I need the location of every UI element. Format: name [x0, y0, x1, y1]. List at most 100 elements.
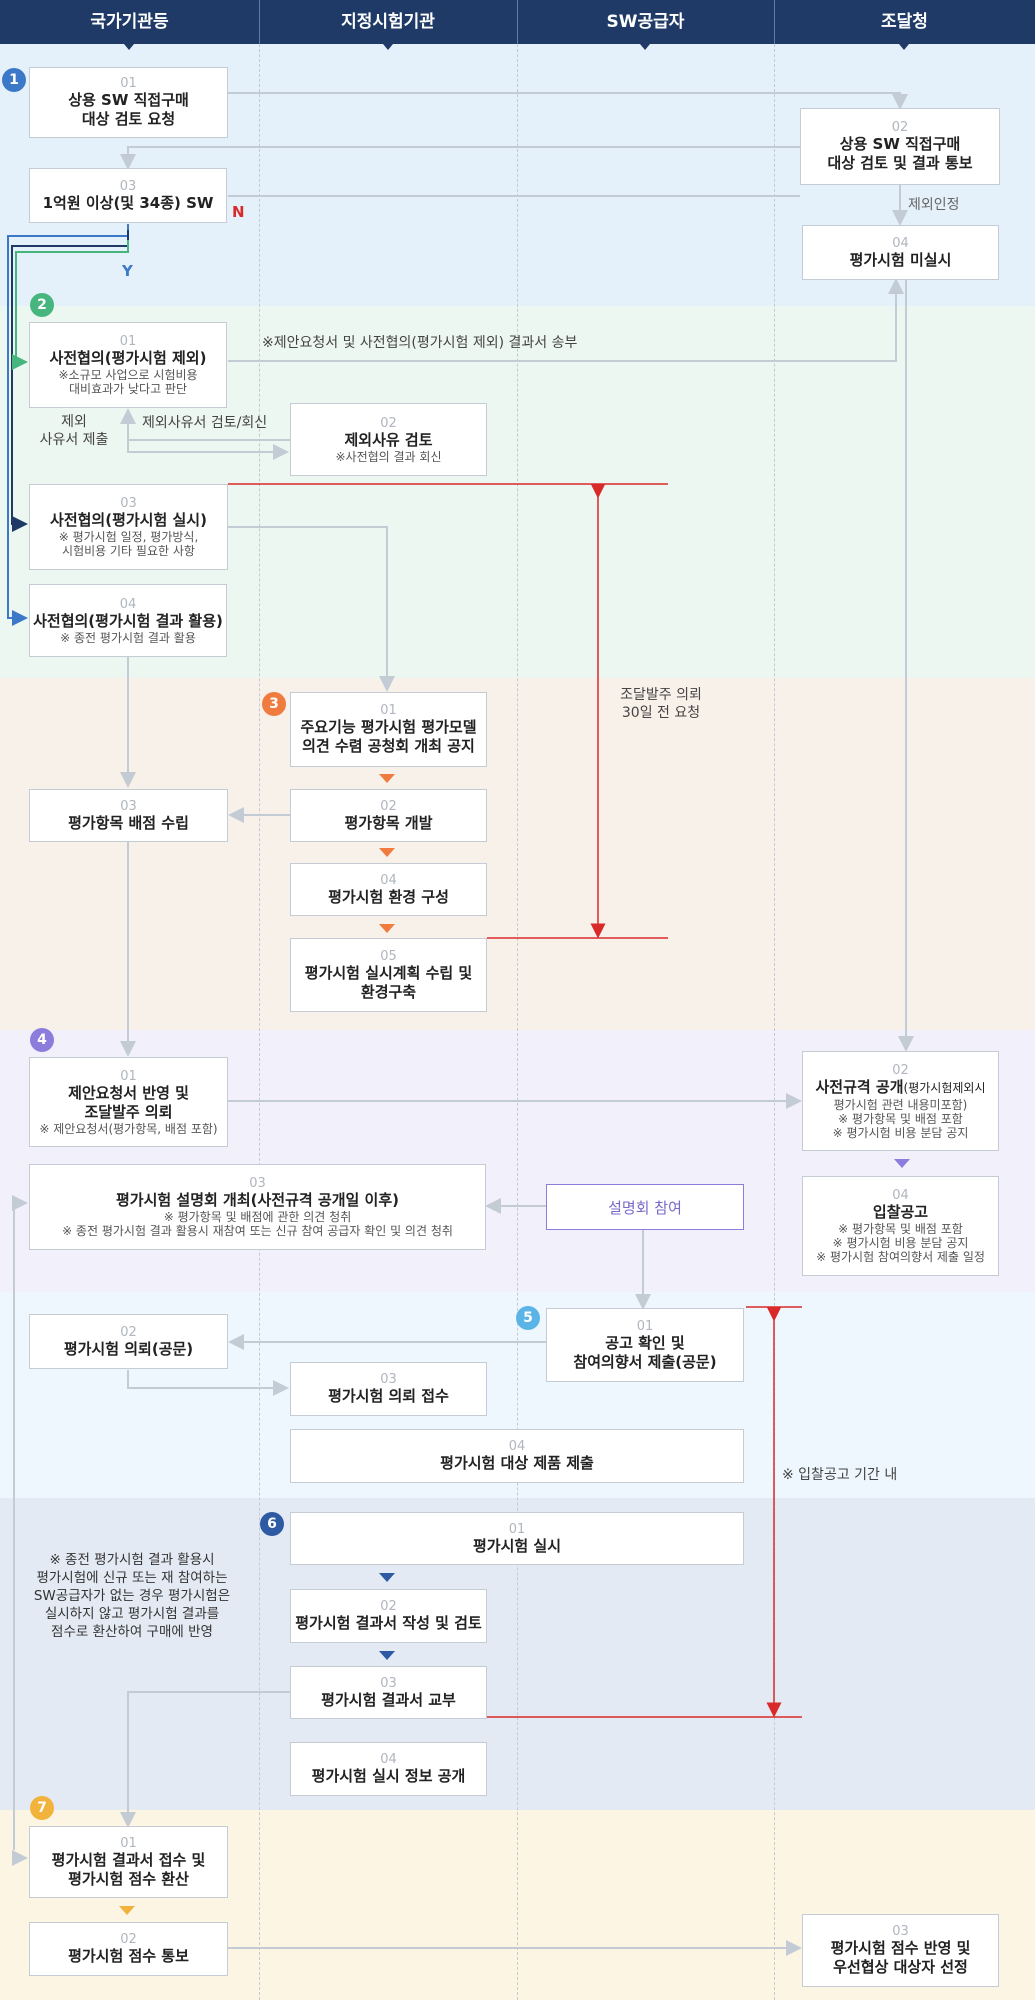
- box-note: ※소규모 사업으로 시험비용 대비효과가 낮다고 판단: [58, 368, 198, 396]
- header-divider: [259, 0, 260, 44]
- step-badge-4: 4: [30, 1028, 54, 1052]
- box-product-submission[interactable]: 04 평가시험 대상 제품 제출: [290, 1429, 744, 1483]
- box-title: 사전협의(평가시험 제외): [49, 349, 207, 367]
- box-bid-announcement[interactable]: 04 입찰공고 ※ 평가항목 및 배점 포함 ※ 평가시험 비용 분담 공지 ※…: [802, 1176, 999, 1276]
- step-number: 04: [892, 235, 909, 251]
- box-title: 상용 SW 직접구매 대상 검토 및 결과 통보: [827, 135, 973, 172]
- label-yes: Y: [122, 262, 133, 280]
- box-no-evaluation-test[interactable]: 04 평가시험 미실시: [802, 225, 999, 280]
- label-no: N: [232, 203, 245, 221]
- header-divider: [517, 0, 518, 44]
- box-over-100m-sw[interactable]: 03 1억원 이상(및 34종) SW: [29, 168, 227, 223]
- box-title: 평가시험 환경 구성: [328, 887, 449, 906]
- box-note: ※ 종전 평가시험 결과 활용: [60, 630, 196, 645]
- box-title: 주요기능 평가시험 평가모델 의견 수렴 공청회 개최 공지: [300, 718, 477, 755]
- step-number: 03: [119, 178, 137, 194]
- box-title: 평가항목 개발: [344, 813, 433, 832]
- box-report-writing[interactable]: 02 평가시험 결과서 작성 및 검토: [290, 1589, 487, 1643]
- box-title: 평가시험 결과서 접수 및 평가시험 점수 환산: [51, 1850, 206, 1888]
- box-title: 평가시험 의뢰(공문): [63, 1339, 194, 1358]
- flow-arrow-navy: [379, 1573, 395, 1582]
- box-title: 평가시험 점수 통보: [68, 1947, 189, 1965]
- lane-header-test-lab: 지정시험기관: [341, 12, 435, 32]
- box-test-execution[interactable]: 01 평가시험 실시: [290, 1512, 744, 1565]
- label-submit-reason: 제외 사유서 제출: [39, 414, 109, 448]
- header-notch: [124, 44, 134, 50]
- box-title: 사전규격 공개(평가시험제외시: [816, 1078, 986, 1098]
- step-number: 02: [120, 1932, 137, 1947]
- box-title-aside: (평가시험제외시: [903, 1080, 986, 1095]
- box-preconsult-reuse[interactable]: 04 사전협의(평가시험 결과 활용) ※ 종전 평가시험 결과 활용: [29, 584, 227, 657]
- box-note: 평가시험 관련 내용미포함) ※ 평가항목 및 배점 포함 ※ 평가시험 비용 …: [832, 1097, 969, 1140]
- label-bid-period: ※ 입찰공고 기간 내: [782, 1467, 898, 1483]
- step-number: 03: [380, 1675, 397, 1691]
- flow-arrow-navy: [379, 1651, 395, 1660]
- box-pre-spec-disclosure[interactable]: 02 사전규격 공개(평가시험제외시 평가시험 관련 내용미포함) ※ 평가항목…: [802, 1051, 999, 1151]
- box-title-main: 사전규격 공개: [815, 1077, 904, 1096]
- label-reuse-note: ※ 종전 평가시험 결과 활용시 평가시험에 신규 또는 재 참여하는 SW공급…: [33, 1552, 231, 1640]
- column-divider: [517, 44, 518, 2000]
- box-title: 제안요청서 반영 및 조달발주 의뢰: [68, 1083, 189, 1121]
- step-number: 04: [380, 1752, 397, 1767]
- box-intent-submission[interactable]: 01 공고 확인 및 참여의향서 제출(공문): [546, 1308, 744, 1382]
- step-number: 02: [380, 798, 397, 814]
- box-title: 평가시험 실시: [472, 1536, 562, 1555]
- lane-header-sw-supplier: SW공급자: [606, 12, 685, 32]
- step-badge-6: 6: [260, 1512, 284, 1536]
- box-title: 사전협의(평가시험 실시): [50, 511, 207, 529]
- step-number: 01: [636, 1318, 654, 1334]
- column-divider: [774, 44, 775, 2000]
- box-rfp-procurement[interactable]: 01 제안요청서 반영 및 조달발주 의뢰 ※ 제안요청서(평가항목, 배점 포…: [29, 1057, 228, 1147]
- box-score-conversion[interactable]: 01 평가시험 결과서 접수 및 평가시험 점수 환산: [29, 1826, 228, 1898]
- box-join-briefing[interactable]: 설명회 참여: [546, 1184, 744, 1230]
- box-note: ※ 평가항목 및 배점에 관한 의견 청취 ※ 종전 평가시험 결과 활용시 재…: [62, 1210, 453, 1238]
- box-direct-purchase-review[interactable]: 02 상용 SW 직접구매 대상 검토 및 결과 통보: [800, 108, 1000, 185]
- step-badge-2: 2: [30, 293, 54, 317]
- column-divider: [259, 44, 260, 2000]
- header-notch: [383, 44, 393, 50]
- step-number: 01: [120, 1835, 137, 1851]
- step-number: 02: [892, 1062, 909, 1078]
- box-item-scoring[interactable]: 03 평가항목 배점 수립: [29, 789, 228, 842]
- header-divider: [774, 0, 775, 44]
- box-title: 평가시험 실시계획 수립 및 환경구축: [304, 963, 473, 1001]
- box-note: ※ 평가시험 일정, 평가방식, 시험비용 기타 필요한 사항: [58, 530, 199, 558]
- box-direct-purchase-request[interactable]: 01 상용 SW 직접구매 대상 검토 요청: [29, 67, 228, 138]
- lane-header-procurement: 조달청: [881, 12, 928, 32]
- label-send-result: ※제안요청서 및 사전협의(평가시험 제외) 결과서 송부: [262, 335, 578, 351]
- box-title: 1억원 이상(및 34종) SW: [42, 193, 214, 212]
- step-number: 04: [380, 872, 397, 888]
- box-title: 평가시험 미실시: [849, 250, 952, 269]
- box-title: 평가시험 결과서 교부: [321, 1690, 456, 1709]
- box-request-received[interactable]: 03 평가시험 의뢰 접수: [290, 1362, 487, 1416]
- box-title: 평가시험 점수 반영 및 우선협상 대상자 선정: [830, 1939, 971, 1976]
- box-report-issue[interactable]: 03 평가시험 결과서 교부: [290, 1666, 487, 1719]
- box-title: 공고 확인 및 참여의향서 제출(공문): [573, 1333, 717, 1371]
- step-number: 03: [380, 1372, 397, 1387]
- lane-header-agency: 국가기관등: [90, 12, 169, 32]
- box-title: 설명회 참여: [608, 1198, 682, 1217]
- step-badge-7: 7: [30, 1796, 54, 1820]
- box-info-disclosure[interactable]: 04 평가시험 실시 정보 공개: [290, 1742, 487, 1796]
- step-number: 03: [120, 798, 137, 814]
- box-note: ※ 평가항목 및 배점 포함 ※ 평가시험 비용 분담 공지 ※ 평가시험 참여…: [816, 1222, 985, 1264]
- box-test-request[interactable]: 02 평가시험 의뢰(공문): [29, 1314, 228, 1369]
- box-title: 입찰공고: [872, 1203, 929, 1221]
- box-score-notice[interactable]: 02 평가시험 점수 통보: [29, 1922, 228, 1976]
- box-briefing-session[interactable]: 03 평가시험 설명회 개최(사전규격 공개일 이후) ※ 평가항목 및 배점에…: [29, 1164, 486, 1250]
- step-number: 02: [380, 1599, 397, 1614]
- box-test-plan[interactable]: 05 평가시험 실시계획 수립 및 환경구축: [290, 938, 487, 1012]
- step-number: 01: [508, 1521, 526, 1537]
- box-hearing-notice[interactable]: 01 주요기능 평가시험 평가모델 의견 수렴 공청회 개최 공지: [290, 692, 487, 767]
- box-item-development[interactable]: 02 평가항목 개발: [290, 789, 487, 842]
- step-number: 05: [380, 948, 397, 964]
- box-test-env-setup[interactable]: 04 평가시험 환경 구성: [290, 863, 487, 916]
- box-preconsult-excluded[interactable]: 01 사전협의(평가시험 제외) ※소규모 사업으로 시험비용 대비효과가 낮다…: [29, 322, 227, 408]
- box-preferred-bidder[interactable]: 03 평가시험 점수 반영 및 우선협상 대상자 선정: [802, 1914, 999, 1987]
- box-title: 평가시험 실시 정보 공개: [311, 1767, 466, 1785]
- box-title: 평가시험 결과서 작성 및 검토: [295, 1614, 482, 1632]
- box-title: 평가항목 배점 수립: [68, 813, 189, 832]
- box-preconsult-test[interactable]: 03 사전협의(평가시험 실시) ※ 평가시험 일정, 평가방식, 시험비용 기…: [29, 484, 228, 570]
- step-badge-1: 1: [2, 68, 26, 92]
- box-reason-review[interactable]: 02 제외사유 검토 ※사전협의 결과 회신: [290, 403, 487, 476]
